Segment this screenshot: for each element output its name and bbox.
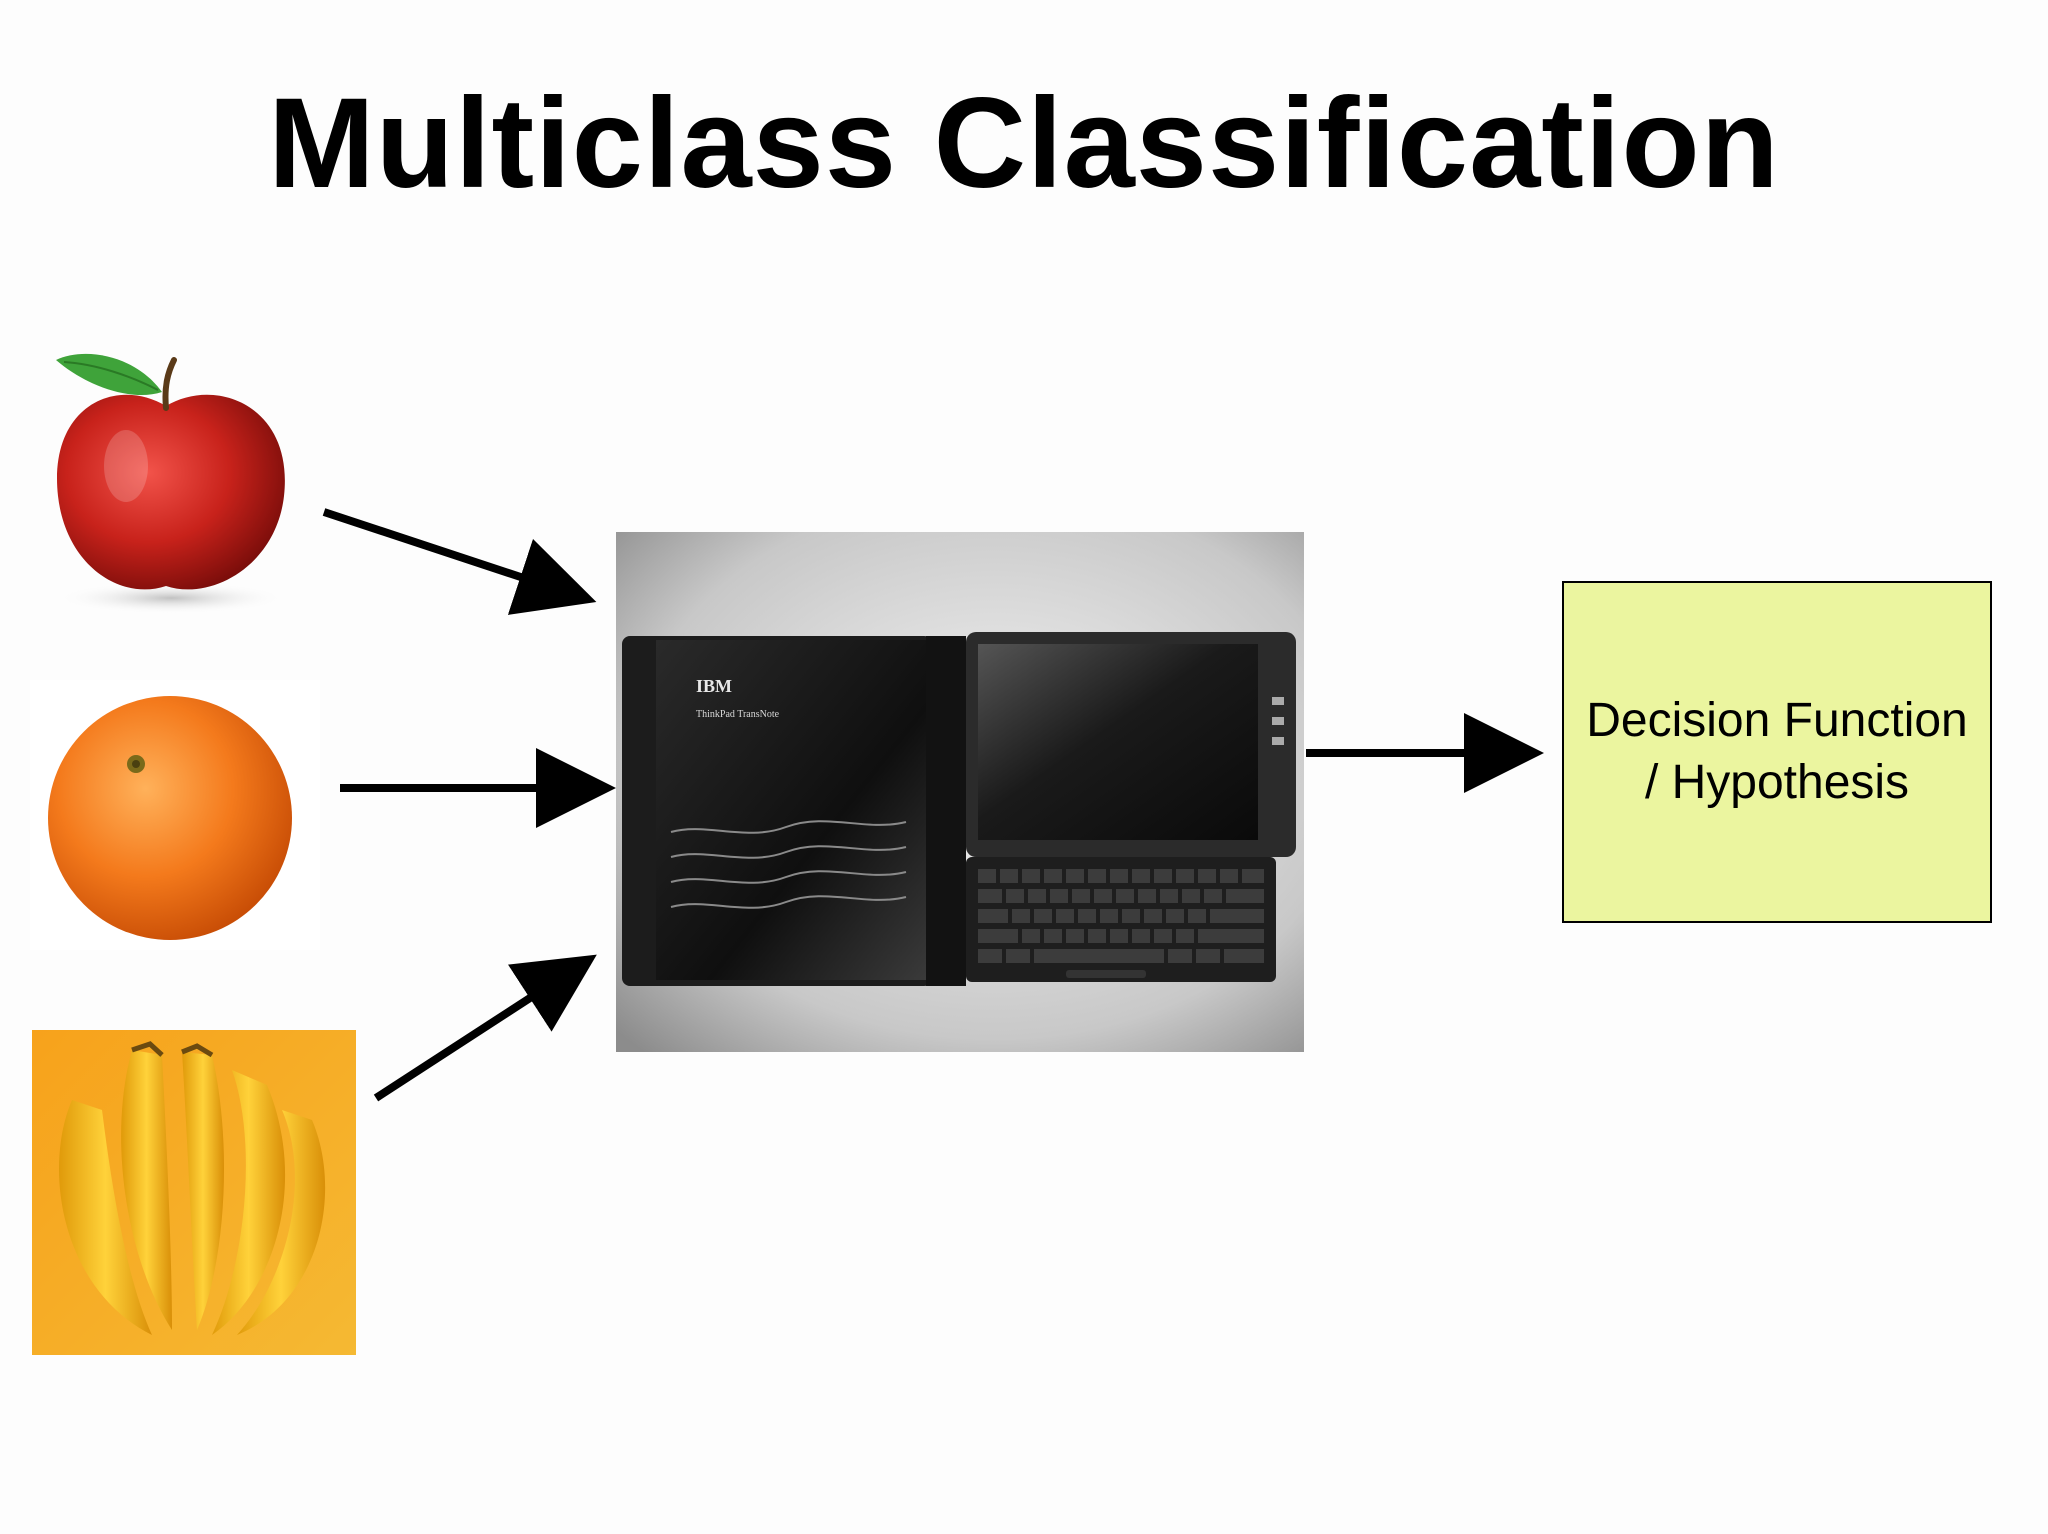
product-label: ThinkPad TransNote [696,709,780,720]
slide-title: Multiclass Classification [268,72,1780,215]
brand-label: IBM [696,676,732,696]
decision-box-line2: / Hypothesis [1644,756,1910,809]
banana-arrow [373,954,597,1102]
decision-box-line1: Decision Function [1586,693,1968,747]
apple-arrow [322,508,597,615]
tablet-laptop-photo: IBM ThinkPad TransNote [616,532,1304,1052]
orange-icon [30,680,320,950]
banana-icon [32,1030,356,1355]
decision-function-box: Decision Function / Hypothesis [1562,581,1992,923]
apple-icon [56,353,286,614]
